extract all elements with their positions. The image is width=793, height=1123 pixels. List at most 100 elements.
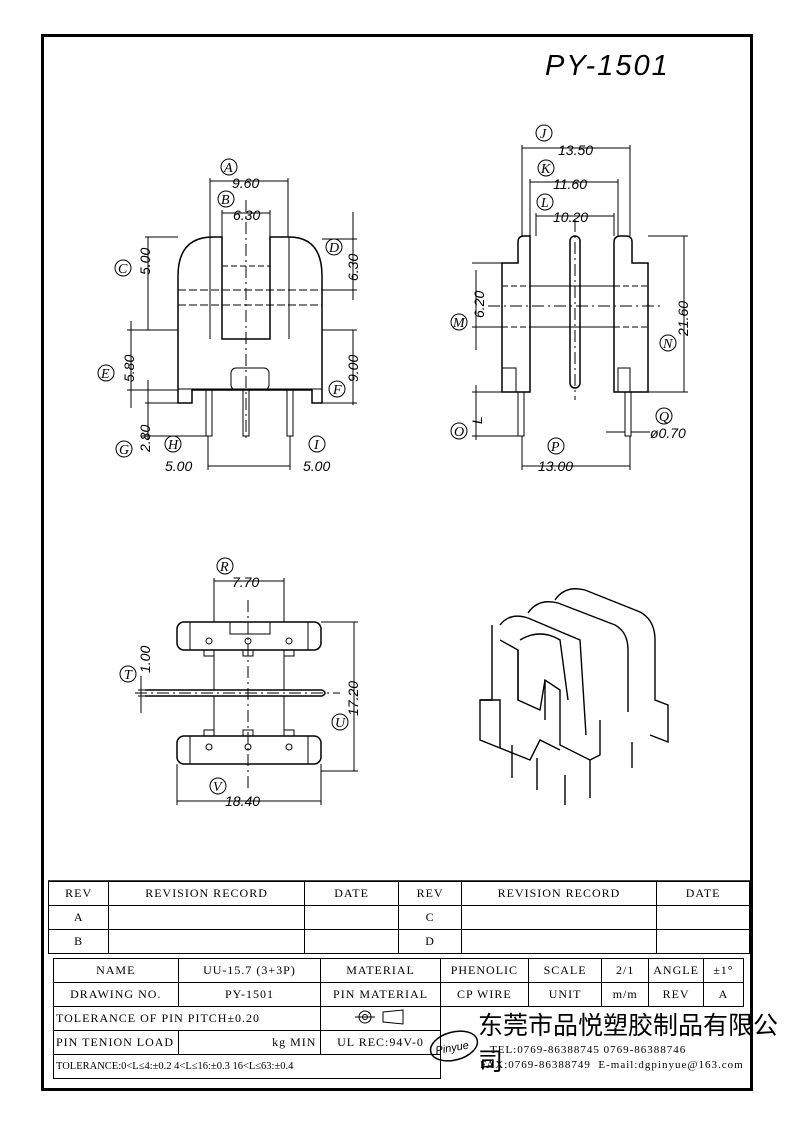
date-header: DATE — [303, 881, 400, 906]
dim-marker-j: J — [540, 127, 547, 142]
drawing-frame — [41, 34, 753, 1091]
dim-marker-l: L — [540, 196, 549, 211]
dim-marker-a: A — [223, 161, 233, 176]
isometric-view — [479, 588, 669, 805]
dim-7-70: 7.70 — [232, 574, 259, 590]
dim-11-60: 11.60 — [553, 176, 587, 192]
pin-tension-label: PIN TENION LOAD — [53, 1030, 179, 1055]
pin-material-label: PIN MATERIAL — [320, 982, 441, 1007]
dim-marker-p: P — [550, 440, 560, 455]
dim-marker-v: V — [213, 780, 223, 795]
rev-value: A — [702, 982, 745, 1007]
table-row: A C — [47, 905, 750, 930]
projection-icon — [354, 1008, 404, 1025]
dim-l: L — [469, 416, 485, 424]
dim-21-60: 21.60 — [675, 301, 691, 337]
dim-marker-t: T — [124, 668, 133, 683]
dim-13-50: 13.50 — [558, 142, 593, 158]
dim-marker-g: G — [119, 443, 129, 458]
side-view — [472, 145, 688, 470]
dim-marker-i: I — [313, 438, 320, 453]
tolerance-spec: TOLERANCE:0<L≤4:±0.2 4<L≤16:±0.3 16<L≤63… — [53, 1054, 441, 1079]
drawing-value: PY-1501 — [177, 982, 322, 1007]
unit-value: m/m — [601, 982, 650, 1007]
record-cell — [460, 905, 658, 930]
company-fax-email: FAX:0769-86388749 E-mail:dgpinyue@163.co… — [480, 1059, 744, 1071]
revision-header-row: REV REVISION RECORD DATE REV REVISION RE… — [47, 881, 750, 906]
scale-value: 2/1 — [601, 958, 650, 983]
drawing-label: DRAWING NO. — [53, 982, 179, 1007]
company-name: 东莞市品悦塑胶制品有限公司 — [478, 1011, 779, 1076]
angle-value: ±1° — [702, 958, 745, 983]
dim-10-20: 10.20 — [553, 209, 588, 225]
dim-2-80: 2.80 — [137, 425, 153, 453]
dim-6-20: 6.20 — [471, 291, 487, 318]
dim-marker-f: F — [332, 383, 342, 398]
rev-cell: B — [47, 929, 110, 954]
scale-label: SCALE — [528, 958, 603, 983]
pinyue-logo-icon: Pinyue — [429, 1030, 479, 1062]
date-cell — [303, 905, 400, 930]
date-cell — [656, 929, 750, 954]
record-cell — [108, 905, 305, 930]
dim-9-60: 9.60 — [232, 175, 259, 191]
rev-cell: A — [47, 905, 110, 930]
dim-marker-m: M — [452, 316, 466, 331]
date-header-2: DATE — [656, 881, 750, 906]
table-row: B D — [47, 929, 750, 954]
drawing-title: PY-1501 — [545, 50, 670, 82]
dim-marker-u: U — [335, 716, 346, 731]
dim-5-00-c: 5.00 — [303, 458, 330, 474]
dimension-markers — [97, 124, 677, 795]
dim-marker-n: N — [662, 337, 673, 352]
dim-5-00-a: 5.00 — [137, 248, 153, 275]
rev-header-2: REV — [398, 881, 462, 906]
dim-6-30-a: 6.30 — [233, 207, 260, 223]
angle-label: ANGLE — [648, 958, 704, 983]
dim-marker-c: C — [118, 262, 128, 277]
name-label: NAME — [53, 958, 179, 983]
dim-marker-o: O — [454, 425, 464, 440]
svg-text:Pinyue: Pinyue — [435, 1040, 470, 1058]
name-value: UU-15.7 (3+3P) — [177, 958, 322, 983]
dim-13-00: 13.00 — [538, 458, 573, 474]
record-cell — [460, 929, 658, 954]
dim-18-40: 18.40 — [225, 793, 260, 809]
info-table: NAME UU-15.7 (3+3P) MATERIAL PHENOLIC SC… — [52, 958, 745, 1079]
company-fax: FAX:0769-86388749 — [480, 1059, 591, 1071]
dim-marker-d: D — [328, 241, 339, 256]
dim-9-00: 9.00 — [345, 355, 361, 382]
dim-5-00-b: 5.00 — [165, 458, 192, 474]
revision-record-header: REVISION RECORD — [108, 881, 305, 906]
rev-label: REV — [648, 982, 704, 1007]
pin-tension-unit: kg MIN — [177, 1030, 322, 1055]
ul-rec: UL REC:94V-0 — [320, 1030, 441, 1055]
dim-marker-k: K — [540, 162, 551, 177]
unit-label: UNIT — [528, 982, 603, 1007]
dim-6-30-b: 6.30 — [345, 254, 361, 281]
projection-symbol — [320, 1006, 441, 1031]
rev-header: REV — [47, 881, 110, 906]
pin-material-value: CP WIRE — [439, 982, 530, 1007]
rev-cell: D — [398, 929, 462, 954]
dim-5-80: 5.80 — [121, 355, 137, 382]
bottom-view — [135, 578, 358, 805]
date-cell — [656, 905, 750, 930]
dim-marker-q: Q — [659, 410, 669, 425]
dim-marker-b: B — [221, 193, 230, 208]
dim-17-20: 17.20 — [345, 681, 361, 716]
dim-marker-e: E — [100, 367, 110, 382]
tolerance-pitch: TOLERANCE OF PIN PITCH±0.20 — [52, 1006, 322, 1031]
material-value: PHENOLIC — [439, 958, 530, 983]
revision-table: REV REVISION RECORD DATE REV REVISION RE… — [47, 881, 750, 954]
dim-marker-r: R — [219, 560, 229, 575]
record-cell — [108, 929, 305, 954]
date-cell — [303, 929, 400, 954]
revision-record-header-2: REVISION RECORD — [460, 881, 658, 906]
dim-1-00: 1.00 — [137, 646, 153, 673]
front-view — [127, 178, 357, 470]
dim-0-70: ø0.70 — [650, 425, 686, 441]
company-tel: TEL:0769-86388745 0769-86388746 — [490, 1044, 687, 1056]
material-label: MATERIAL — [320, 958, 441, 983]
